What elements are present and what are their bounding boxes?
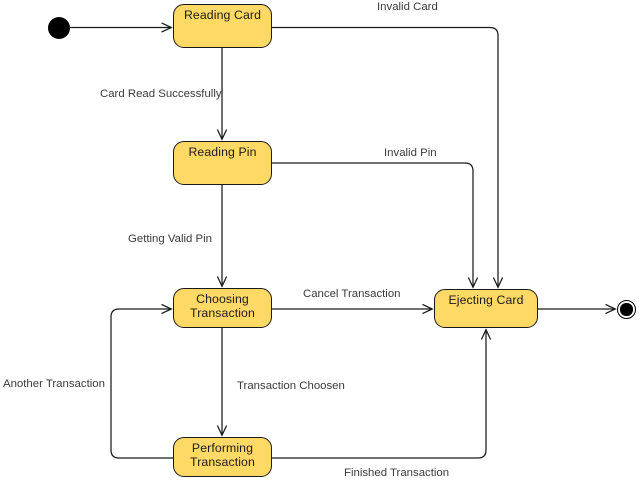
transition-invalid-pin bbox=[272, 162, 479, 289]
transition-invalid-card bbox=[272, 26, 504, 289]
transition-finished-transaction bbox=[272, 328, 492, 459]
state-reading-pin[interactable]: Reading Pin bbox=[173, 141, 272, 185]
state-label-reading-card: Reading Card bbox=[183, 8, 262, 22]
transition-another-transaction bbox=[110, 303, 173, 459]
state-reading-card[interactable]: Reading Card bbox=[173, 4, 272, 48]
state-label-reading-pin: Reading Pin bbox=[188, 145, 257, 159]
transition-label-card-read-successfully: Card Read Successfully bbox=[100, 88, 222, 100]
state-label-ejecting-card: Ejecting Card bbox=[448, 293, 524, 307]
state-label-choosing-transaction: Choosing Transaction bbox=[190, 292, 255, 320]
state-performing-transaction[interactable]: Performing Transaction bbox=[173, 437, 272, 477]
state-label-performing-transaction: Performing Transaction bbox=[190, 441, 255, 469]
transition-label-another-transaction: Another Transaction bbox=[3, 378, 105, 390]
state-choosing-transaction[interactable]: Choosing Transaction bbox=[173, 288, 272, 328]
transition-label-getting-valid-pin: Getting Valid Pin bbox=[128, 233, 212, 245]
transition-label-cancel-transaction: Cancel Transaction bbox=[303, 288, 401, 300]
state-ejecting-card[interactable]: Ejecting Card bbox=[434, 289, 538, 328]
transition-label-transaction-choosen: Transaction Choosen bbox=[237, 380, 345, 392]
transition-label-finished-transaction: Finished Transaction bbox=[344, 467, 450, 479]
initial-state-node[interactable] bbox=[48, 17, 70, 39]
transition-label-invalid-card: Invalid Card bbox=[377, 1, 438, 13]
transition-label-invalid-pin: Invalid Pin bbox=[384, 147, 437, 159]
final-state-node[interactable] bbox=[617, 300, 636, 319]
